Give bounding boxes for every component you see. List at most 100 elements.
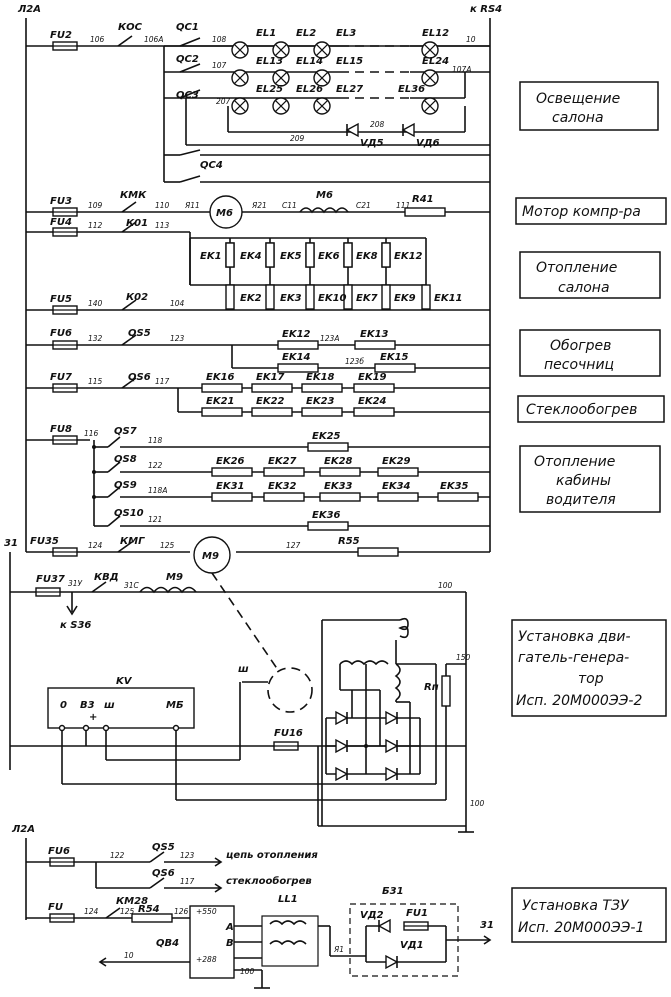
wire-10b: 10 — [124, 951, 134, 960]
el27-label: EL27 — [336, 84, 363, 95]
wire-132: 132 — [88, 334, 103, 343]
terminal-31: 31 — [4, 538, 18, 549]
wire-150: 150 — [456, 653, 471, 662]
qs5-label: QS5 — [128, 328, 151, 339]
qb4-a-label: А — [225, 922, 234, 933]
wire-124b: 124 — [84, 907, 99, 916]
qc4-label: QC4 — [200, 160, 223, 171]
wire-c21: С21 — [356, 201, 371, 210]
ek18-label: EK18 — [306, 372, 335, 383]
el25-label: EL25 — [256, 84, 283, 95]
kv-relay-box — [47, 687, 195, 729]
ek33-label: EK33 — [324, 481, 353, 492]
el15-label: EL15 — [336, 56, 363, 67]
wire-125b: 125 — [120, 907, 135, 916]
wire-100: 100 — [438, 581, 453, 590]
kv-t0: 0 — [60, 700, 67, 711]
qs7-label: QS7 — [114, 426, 137, 437]
wire-209: 209 — [290, 134, 305, 143]
wire-31y: 31У — [68, 579, 83, 588]
b31-label: Б31 — [382, 886, 404, 897]
wire-127: 127 — [286, 541, 301, 550]
el36-label: EL36 — [398, 84, 425, 95]
ek15-label: EK15 — [380, 352, 409, 363]
qb4-label: QВ4 — [156, 938, 179, 949]
ek31-label: EK31 — [216, 481, 245, 492]
vd6-label: VД6 — [416, 138, 440, 149]
vd2-label: VД2 — [360, 910, 384, 921]
wire-107a: 107А — [452, 65, 471, 74]
wire-123b: 123б — [345, 357, 364, 366]
ek1-label: EK1 — [200, 251, 222, 262]
kv-tb3: В3 — [80, 700, 95, 711]
fu35-label: FU35 — [30, 536, 59, 547]
wire-109: 109 — [88, 201, 103, 210]
k01-label: К01 — [126, 218, 148, 229]
ek22-label: EK22 — [256, 396, 285, 407]
sand-heating-circuit: FU6 132 QS5 123 EK12 EK13 EK14 EK15 123А… — [26, 328, 490, 373]
wire-100b: 100 — [470, 799, 485, 808]
el26-label: EL26 — [296, 84, 323, 95]
terminal-l2a-top: Л2А — [17, 4, 41, 15]
fu8-label: FU8 — [50, 424, 72, 435]
box-salon-heat-1: Отопление — [536, 260, 617, 276]
lighting-circuit: FU2 106 КОС 106А QC1 QC2 QC3 108 107 207… — [26, 22, 490, 183]
ek21-label: EK21 — [206, 396, 235, 407]
ek19-label: EK19 — [358, 372, 387, 383]
wire-111: 111 — [396, 201, 410, 210]
generator-motor-circuit: FU35 124 КМГ 125 М9 127 R55 — [26, 536, 490, 574]
box-gen-1: Установка дви- — [518, 629, 631, 645]
box-motor: Мотор компр-ра — [522, 204, 641, 220]
box-cab-3: водителя — [546, 492, 616, 508]
box-cab-1: Отопление — [534, 454, 615, 470]
wire-113: 113 — [155, 221, 170, 230]
wire-124: 124 — [88, 541, 103, 550]
ek17-label: EK17 — [256, 372, 285, 383]
ek29-label: EK29 — [382, 456, 411, 467]
ek8-label: EK8 — [356, 251, 378, 262]
wire-123a: 123А — [320, 334, 339, 343]
wire-125: 125 — [160, 541, 175, 550]
wire-126: 126 — [174, 907, 189, 916]
generator-unit: 31 FU37 31У к S36 КВД 31С М9 100 ш KV 0 … — [4, 538, 485, 833]
compressor-circuit: FU3 109 КМК 110 Я11 М6 Я21 С11 М6 С21 11… — [26, 190, 490, 229]
wire-117b: 117 — [180, 877, 195, 886]
kmk-label: КМК — [120, 190, 147, 201]
vd1-label: VД1 — [400, 940, 424, 951]
wire-107: 107 — [212, 61, 227, 70]
wire-ya1: Я1 — [333, 945, 344, 954]
fu7-label: FU7 — [50, 372, 72, 383]
ek16-label: EK16 — [206, 372, 235, 383]
koc-label: КОС — [118, 22, 143, 33]
qs10-label: QS10 — [114, 508, 144, 519]
m9-field-label: М9 — [166, 572, 183, 583]
wire-100c: 100 — [240, 967, 255, 976]
ek4-label: EK4 — [240, 251, 262, 262]
cab-heating-circuit: FU8 116 QS7 QS8 QS9 QS10 118 122 118А 12… — [26, 424, 490, 531]
qs6-label: QS6 — [128, 372, 151, 383]
kv-tplus: + — [89, 712, 97, 723]
k02-label: К02 — [126, 292, 148, 303]
generator-windings: Rп 150 — [321, 617, 471, 826]
el13-label: EL13 — [256, 56, 283, 67]
qc2-label: QC2 — [176, 54, 199, 65]
wire-sh: ш — [238, 664, 249, 675]
fu37-label: FU37 — [36, 574, 65, 585]
box-salon-heat-2: салона — [558, 280, 610, 296]
caption-glass-heating: стеклообогрев — [226, 875, 312, 887]
wire-31c: 31С — [124, 581, 140, 590]
rectifier-bridge — [325, 664, 421, 781]
el14-label: EL14 — [296, 56, 323, 67]
fu2-label: FU2 — [50, 30, 72, 41]
fu5-label: FU5 — [50, 294, 72, 305]
ek27-label: EK27 — [268, 456, 297, 467]
wire-208: 208 — [370, 120, 385, 129]
ll1-label: LL1 — [278, 894, 298, 905]
wire-10: 10 — [466, 35, 476, 44]
box-tzu-2: Исп. 20М000ЭЭ-1 — [518, 920, 644, 936]
qs6b-label: QS6 — [152, 868, 175, 879]
kv-tmb: МБ — [166, 700, 184, 711]
terminal-krs4: к RS4 — [470, 4, 502, 15]
ek23-label: EK23 — [306, 396, 335, 407]
r54-label: R54 — [138, 904, 160, 915]
